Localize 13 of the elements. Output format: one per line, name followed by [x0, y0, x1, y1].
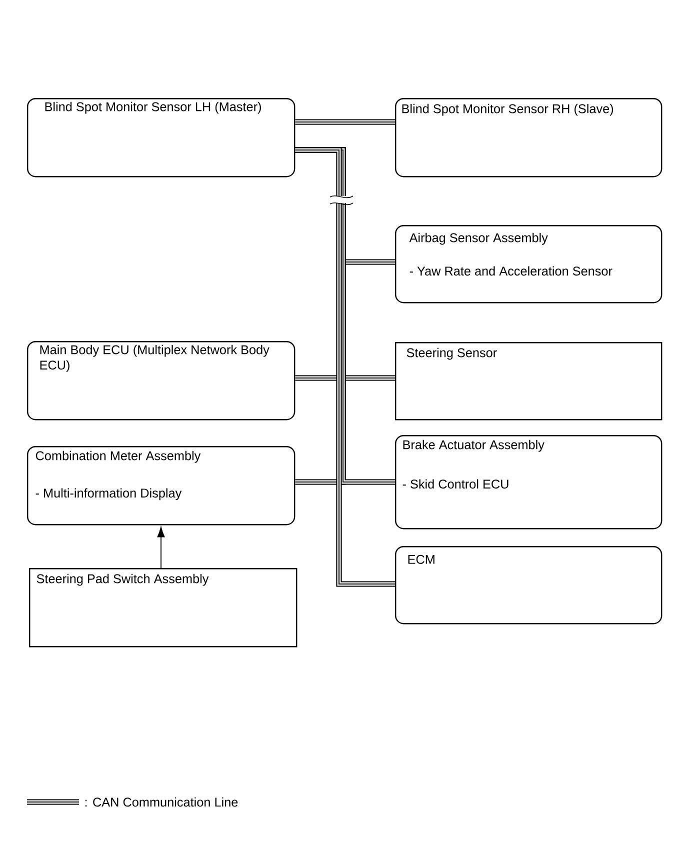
- arrow: [157, 526, 165, 568]
- component-box: Airbag Sensor Assembly - Yaw Rate and Acceleration Sensor: [395, 225, 662, 304]
- component-box: Blind Spot Monitor Sensor RH (Slave): [395, 98, 662, 178]
- can-line: [295, 119, 395, 125]
- component-box: Main Body ECU (Multiplex Network Body ECU): [27, 341, 296, 420]
- component-box: Combination Meter Assembly - Multi-information Display: [27, 446, 296, 526]
- component-box: Steering Sensor: [395, 342, 662, 420]
- component-box: Steering Pad Switch Assembly: [29, 568, 298, 648]
- can-line: [295, 147, 395, 587]
- component-box: Brake Actuator Assembly - Skid Control ECU: [395, 435, 662, 530]
- legend-text: : CAN Communication Line: [85, 797, 238, 807]
- component-box: ECM: [395, 546, 662, 624]
- component-box: Blind Spot Monitor Sensor LH (Master): [27, 98, 296, 178]
